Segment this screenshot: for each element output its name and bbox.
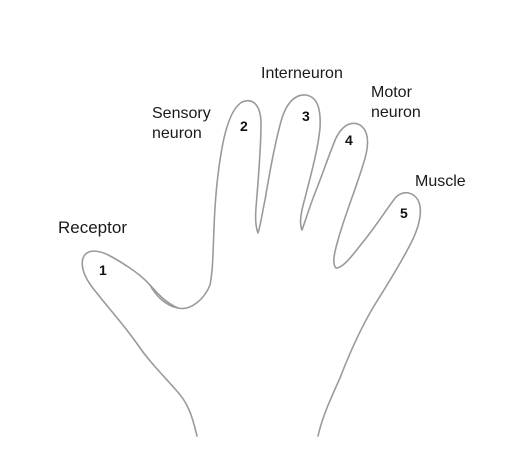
label-receptor: Receptor bbox=[58, 218, 127, 237]
label-motor-neuron-line1: Motor bbox=[371, 84, 412, 101]
marker-1: 1 bbox=[99, 262, 107, 278]
label-muscle: Muscle bbox=[415, 173, 466, 190]
marker-3: 3 bbox=[302, 108, 310, 124]
marker-5: 5 bbox=[400, 205, 408, 221]
label-interneuron: Interneuron bbox=[261, 65, 343, 82]
thumb-crease bbox=[149, 284, 179, 309]
label-sensory-neuron-line1: Sensory bbox=[152, 105, 211, 122]
hand-outline bbox=[81, 94, 422, 437]
label-sensory-neuron-line2: neuron bbox=[152, 125, 202, 142]
marker-2: 2 bbox=[240, 118, 248, 134]
marker-4: 4 bbox=[345, 132, 353, 148]
label-motor-neuron-line2: neuron bbox=[371, 104, 421, 121]
